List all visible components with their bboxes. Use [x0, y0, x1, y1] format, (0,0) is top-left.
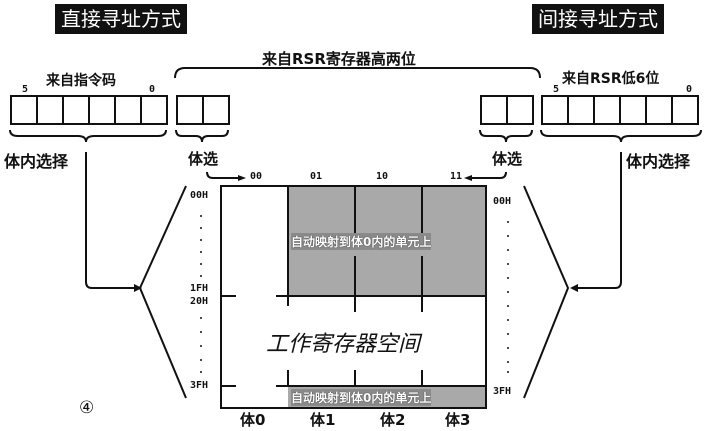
mapped-to-bank0-caption-bottom: 自动映射到体0内的单元上: [291, 389, 432, 406]
bank-3-label: 体3: [445, 411, 471, 429]
right-register-lsb: 0: [686, 84, 693, 95]
right-bank-select-caption: 体选: [492, 150, 523, 168]
figure-number-marker: ④: [79, 398, 95, 418]
bit-cell: [508, 97, 532, 123]
bit-cell: [543, 97, 569, 123]
bit-cell: [12, 97, 38, 123]
left-bank-select-caption: 体选: [188, 150, 219, 168]
bit-cell: [673, 97, 697, 123]
bit-cell: [621, 97, 647, 123]
left-register-label: 来自指令码: [46, 73, 116, 89]
bit-cell: [482, 97, 508, 123]
bit-cell: [204, 97, 228, 123]
bank-code-10: 10: [376, 171, 389, 182]
bank-2-label: 体2: [380, 411, 406, 429]
indirect-addressing-title: 间接寻址方式: [532, 4, 664, 34]
left-register-msb: 5: [22, 84, 29, 95]
bit-cell: [116, 97, 142, 123]
right-register-label: 来自RSR低6位: [562, 71, 660, 87]
bit-cell: [142, 97, 166, 123]
bit-cell: [178, 97, 204, 123]
bank-0-label: 体0: [240, 411, 266, 429]
bit-cell: [647, 97, 673, 123]
bit-cell: [569, 97, 595, 123]
addr-left-1fh: 1FH: [190, 283, 209, 294]
working-register-space-label: 工作寄存器空间: [266, 332, 421, 357]
addr-left-20h: 20H: [190, 296, 209, 307]
right-intra-bank-caption: 体内选择: [626, 152, 691, 171]
addr-left-00h: 00H: [190, 190, 209, 201]
left-register-lsb: 0: [149, 84, 156, 95]
left-bank-select-bits: [176, 95, 230, 125]
bank-code-11: 11: [450, 171, 463, 182]
bit-cell: [90, 97, 116, 123]
bank-1-label: 体1: [310, 411, 336, 429]
bank-code-00: 00: [250, 171, 263, 182]
bit-cell: [64, 97, 90, 123]
direct-addressing-title: 直接寻址方式: [55, 4, 187, 34]
left-register-bits: [10, 95, 168, 125]
left-dots: [200, 215, 202, 373]
addr-right-00h: 00H: [493, 196, 512, 207]
right-dots: [507, 221, 509, 373]
addr-right-3fh: 3FH: [493, 386, 512, 397]
bank-code-01: 01: [310, 171, 323, 182]
right-register-bits: [541, 95, 699, 125]
bit-cell: [595, 97, 621, 123]
bit-cell: [38, 97, 64, 123]
rsr-high-bits-label: 来自RSR寄存器高两位: [262, 50, 416, 68]
left-intra-bank-caption: 体内选择: [4, 152, 69, 171]
addr-left-3fh: 3FH: [190, 380, 209, 391]
right-bank-select-bits: [480, 95, 534, 125]
mapped-to-bank0-caption-top: 自动映射到体0内的单元上: [291, 233, 432, 250]
right-register-msb: 5: [553, 84, 560, 95]
